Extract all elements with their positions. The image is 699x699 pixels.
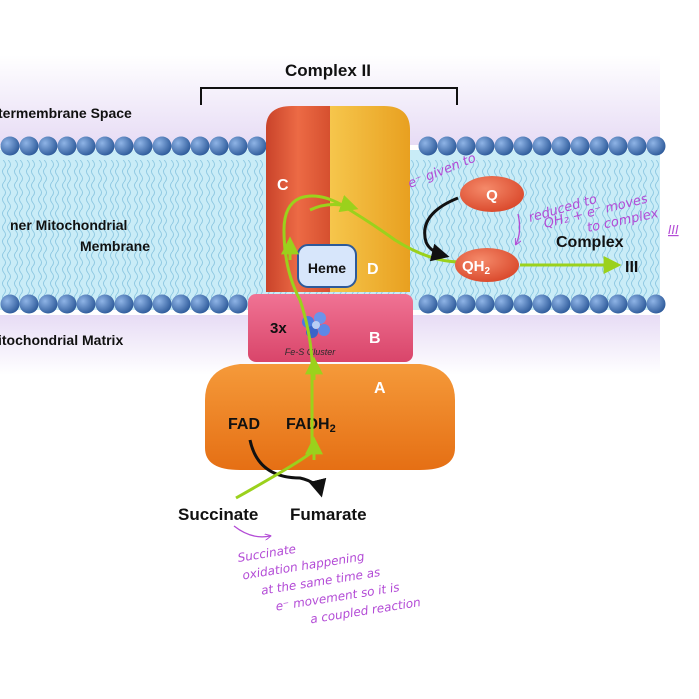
heme-label: Heme [308,260,346,276]
fadh2-base: FADH [286,416,330,433]
qh2-subscript: 2 [484,266,490,277]
lipid-head [38,136,58,156]
lipid-head [0,294,20,314]
subunit-a [205,364,455,470]
lipid-head [608,136,628,156]
electron-arrow-top [309,195,359,213]
q-ubiquinone [460,176,524,212]
lipid-head [589,136,609,156]
lipid-head [456,294,476,314]
succinate-to-fumarate-arrow [248,439,327,498]
lipid-head [171,294,191,314]
fumarate-label: Fumarate [290,505,367,524]
lipid-head [19,294,39,314]
lipid-head [114,136,134,156]
subunit-b [248,294,413,362]
qh2-base: QH [462,258,485,275]
lipid-head [228,136,248,156]
lipid-head [76,136,96,156]
fadh2-subscript: 2 [330,423,336,435]
lipid-head [418,294,438,314]
lipid-head [171,136,191,156]
lipid-head [627,136,647,156]
lipid-head [570,294,590,314]
lipid-head [0,136,20,156]
lipid-head [38,294,58,314]
complex-ii-bracket [200,87,458,105]
complex-iii-label-line1: Complex [556,234,624,251]
qh2-label: QH2 [462,258,491,277]
q-label: Q [486,187,498,204]
lipid-head [95,294,115,314]
intermembrane-space-label: termembrane Space [0,105,132,121]
lipid-head [513,136,533,156]
fad-label: FAD [228,416,260,433]
lipid-head [570,136,590,156]
lipid-head [152,136,172,156]
annotation-reduced-line4: III [668,223,679,237]
annotation-coupled-arrow [233,525,270,537]
lipid-head [589,294,609,314]
subunit-c-label: C [277,177,289,194]
inner-membrane-label-line2: Membrane [80,238,150,254]
lipid-head [475,294,495,314]
lipid-head [133,294,153,314]
lipid-head [209,136,229,156]
lipid-head [494,136,514,156]
lipid-head [114,294,134,314]
lipid-head [475,136,495,156]
subunit-b-label: B [369,330,381,347]
lipid-head [152,294,172,314]
lipid-head [247,136,267,156]
lipid-head [494,294,514,314]
lipid-head [19,136,39,156]
lipid-head [551,294,571,314]
lipid-head [418,136,438,156]
lipid-head [228,294,248,314]
lipid-head [608,294,628,314]
lipid-head [532,136,552,156]
lipid-head [76,294,96,314]
lipid-heads-bottom [0,294,666,314]
subunit-a-label: A [374,380,386,397]
lipid-head [646,136,666,156]
lipid-head [190,294,210,314]
lipid-head [646,294,666,314]
fe-s-count-label: 3x [270,320,287,337]
q-reduction-arrow [423,196,459,262]
lipid-head [133,136,153,156]
lipid-head [551,136,571,156]
electron-path [235,194,461,500]
matrix-label: itochondrial Matrix [0,332,123,348]
lipid-head [437,136,457,156]
complex-ii-title: Complex II [285,61,371,80]
lipid-head [437,294,457,314]
annotation-reduced-arrow [516,213,520,244]
lipid-head [57,136,77,156]
lipid-head [57,294,77,314]
complex-iii-label-line2: III [625,259,638,276]
lipid-head [627,294,647,314]
fadh2-label: FADH2 [286,416,336,435]
lipid-head [513,294,533,314]
lipid-head [209,294,229,314]
succinate-label: Succinate [178,505,258,524]
subunit-d-label: D [367,261,379,278]
lipid-head [95,136,115,156]
lipid-head [190,136,210,156]
heme-group [297,244,357,288]
inner-membrane-label-line1: ner Mitochondrial [10,217,127,233]
lipid-heads-top [0,136,666,156]
qh2-ubiquinol [455,248,519,282]
lipid-head [532,294,552,314]
lipid-head [456,136,476,156]
